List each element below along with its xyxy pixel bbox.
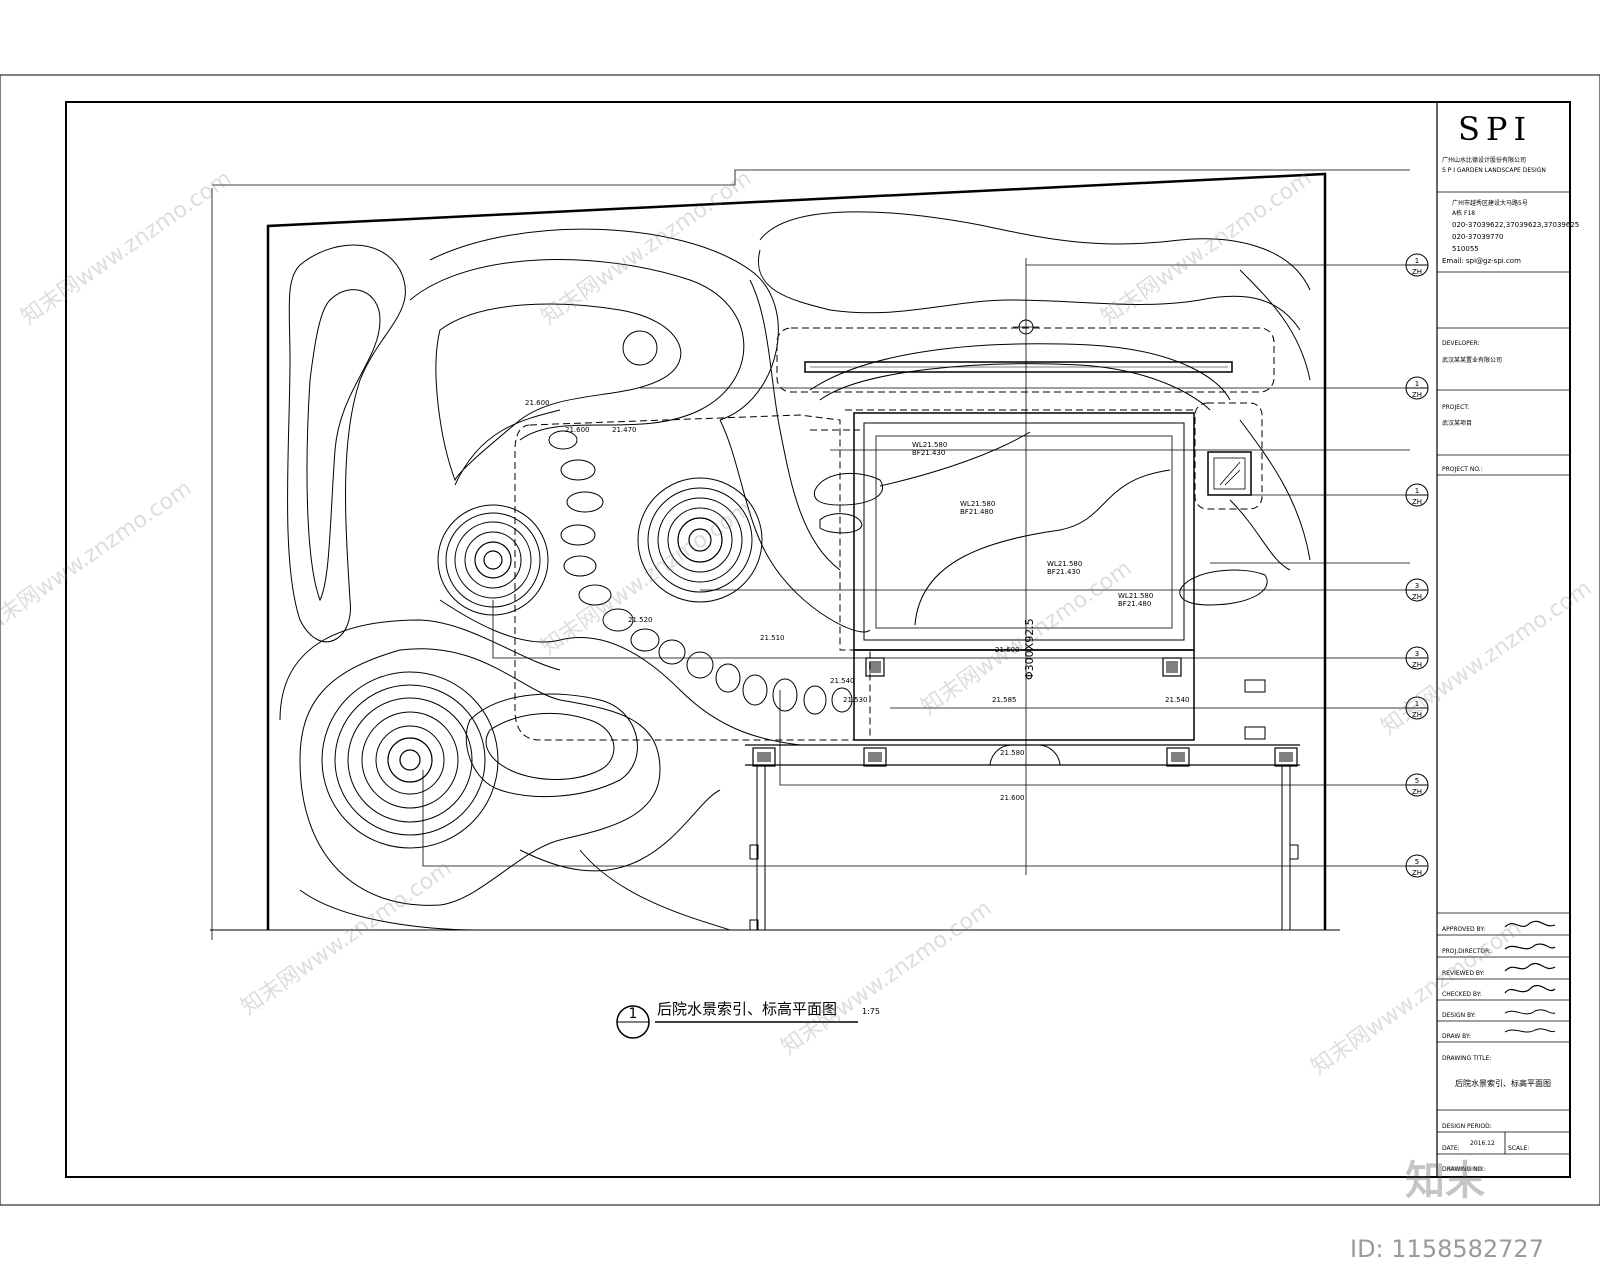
callout-labels: 1 ZH 1 ZH 1 ZH 3 ZH 3 ZH 1 ZH 5 ZH 5 ZH	[1412, 257, 1422, 877]
date-value: 2016.12	[1470, 1140, 1495, 1147]
pool-level: BF21.480	[1118, 600, 1151, 608]
level-label: 21.540	[1165, 696, 1190, 704]
spi-logo: SPI	[1458, 110, 1533, 148]
callout-sheet: ZH	[1412, 661, 1422, 669]
callout-num: 3	[1415, 650, 1419, 658]
signature-scribbles	[1504, 920, 1556, 1033]
top-dimension-line	[212, 169, 1410, 186]
callout-sheet: ZH	[1412, 593, 1422, 601]
email: Email: spi@gz-spi.com	[1442, 257, 1521, 265]
level-label: 21.510	[760, 634, 785, 642]
small-tree	[622, 330, 658, 366]
pool-level: WL21.580	[1118, 592, 1153, 600]
project-no-label: PROJECT NO.:	[1442, 466, 1483, 473]
rocks	[813, 472, 1268, 606]
company-name-en: S P I GARDEN LANDSCAPE DESIGN	[1442, 167, 1546, 174]
project-value: 武汉某项目	[1442, 420, 1473, 427]
level-label: 21.600	[525, 399, 550, 407]
projdirector-label: PROJ.DIRECTOR:	[1442, 948, 1492, 955]
level-label: 21.470	[612, 426, 637, 434]
fountain-1	[437, 504, 549, 616]
index-leaders	[422, 264, 1410, 867]
callout-sheet: ZH	[1412, 498, 1422, 506]
callout-sheet: ZH	[1412, 391, 1422, 399]
developer-label: DEVELOPER:	[1442, 340, 1480, 347]
pool-level: BF21.480	[960, 508, 993, 516]
image-id: ID: 1158582727	[1350, 1235, 1544, 1263]
planter-box	[1207, 451, 1252, 496]
level-label: 21.540	[830, 677, 855, 685]
plan-title: 后院水景索引、标高平面图	[657, 1000, 837, 1018]
level-label: 21.585	[992, 696, 1017, 704]
postcode: 510055	[1452, 245, 1479, 253]
pool-level-labels: WL21.580 BF21.430 WL21.580 BF21.480 WL21…	[912, 441, 1153, 608]
callout-sheet: ZH	[1412, 268, 1422, 276]
pool-level: WL21.580	[912, 441, 947, 449]
developer-value: 武汉某某置业有限公司	[1442, 357, 1503, 364]
pool-level: BF21.430	[1047, 568, 1080, 576]
checked-label: CHECKED BY:	[1442, 991, 1482, 998]
callout-sheet: ZH	[1412, 788, 1422, 796]
pool-level: WL21.580	[960, 500, 995, 508]
fountain-2	[637, 477, 763, 603]
design-period-label: DESIGN PERIOD:	[1442, 1123, 1492, 1130]
titleblock-grid	[1437, 191, 1570, 1155]
tel: 020-37039622,37039623,37039625	[1452, 221, 1580, 229]
callout-num: 1	[1415, 257, 1419, 265]
level-label: 21.530	[843, 696, 868, 704]
level-label: 21.520	[628, 616, 653, 624]
company-name-cn: 广州山水比德设计股份有限公司	[1442, 157, 1527, 164]
stepping-stones	[548, 430, 853, 715]
inner-border	[65, 101, 1571, 1178]
pool-level: WL21.580	[1047, 560, 1082, 568]
drawing-title-value: 后院水景索引、标高平面图	[1455, 1079, 1551, 1088]
drawing-title-block: 1 后院水景索引、标高平面图 1:75	[616, 1000, 880, 1039]
approved-label: APPROVED BY:	[1442, 926, 1486, 933]
callout-sheet: ZH	[1412, 711, 1422, 719]
contour-lines	[279, 211, 1311, 931]
pool-level: BF21.430	[912, 449, 945, 457]
address-line2: A栋 F18	[1452, 210, 1476, 217]
callout-num: 5	[1415, 777, 1419, 785]
callout-num: 1	[1415, 700, 1419, 708]
callout-num: 3	[1415, 582, 1419, 590]
date-label: DATE:	[1442, 1145, 1460, 1152]
level-label: 21.580	[1000, 749, 1025, 757]
planter-hatch	[1219, 461, 1241, 486]
drawing-no-label: DRAWING NO.:	[1442, 1166, 1486, 1173]
callout-sheet: ZH	[1412, 869, 1422, 877]
column-hatches	[757, 661, 1293, 762]
water-pool	[853, 412, 1195, 651]
index-callouts	[1405, 253, 1429, 878]
callout-num: 1	[1415, 487, 1419, 495]
scale-label: SCALE:	[1508, 1145, 1530, 1152]
design-label: DESIGN BY:	[1442, 1012, 1476, 1019]
reviewed-label: REVIEWED BY:	[1442, 970, 1485, 977]
title-number: 1	[629, 1006, 638, 1022]
plan-scale: 1:75	[862, 1007, 880, 1016]
level-label: 21.600	[565, 426, 590, 434]
outer-border	[0, 74, 1600, 1206]
site-boundary	[266, 172, 1327, 930]
drawing-title-label: DRAWING TITLE:	[1442, 1055, 1492, 1062]
callout-num: 5	[1415, 858, 1419, 866]
building-terrace	[745, 649, 1300, 931]
project-label: PROJECT:	[1442, 404, 1470, 411]
level-labels: 21.600 21.600 21.470 21.520 21.510 21.54…	[525, 399, 1190, 802]
vertical-dimension: Φ300X92.5	[1023, 618, 1036, 680]
draw-label: DRAW BY:	[1442, 1033, 1471, 1040]
level-label: 21.600	[1000, 794, 1025, 802]
level-label: 21.600	[995, 646, 1020, 654]
planter-inner	[1213, 457, 1246, 490]
dashed-areas	[514, 327, 1275, 741]
brand-watermark: 知末	[1405, 1158, 1485, 1204]
fountain-3	[321, 671, 499, 849]
callout-num: 1	[1415, 380, 1419, 388]
fax: 020-37039770	[1452, 233, 1504, 241]
address-line1: 广州市越秀区建设大马路5号	[1452, 200, 1528, 207]
